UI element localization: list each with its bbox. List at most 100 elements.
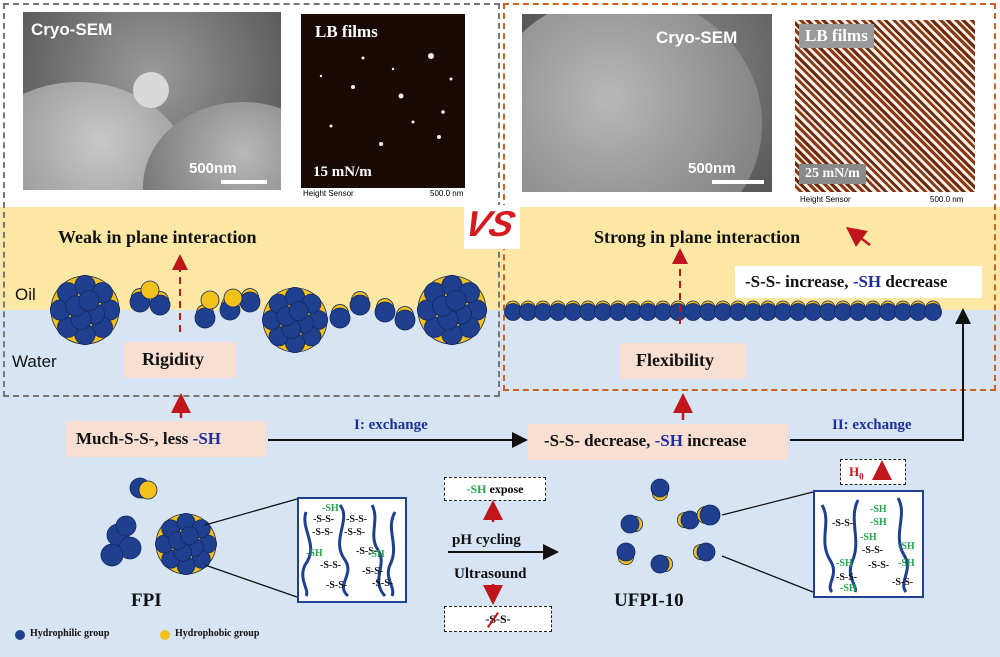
chain-group-label: -SH	[840, 583, 857, 594]
flexibility-label: Flexibility	[636, 350, 714, 370]
legend-hydrophobic-dot	[160, 630, 170, 640]
ufpi-zoom-line-top	[721, 491, 814, 516]
chain-group-label: -S-S-	[862, 545, 883, 556]
hydrophilic-group	[696, 542, 716, 562]
hydrophilic-group	[616, 542, 636, 562]
hydrophilic-group	[864, 303, 882, 321]
hydrophilic-group	[789, 303, 807, 321]
hydrophobic-group	[140, 280, 160, 300]
hydrophilic-group	[519, 303, 537, 321]
hydrophilic-group	[329, 307, 351, 329]
hydrophilic-group	[729, 303, 747, 321]
chain-layer	[301, 497, 909, 598]
bond-change-sh: -SH	[852, 272, 882, 291]
chain-group-label: -S-S-	[346, 514, 367, 525]
hydrophilic-group	[714, 303, 732, 321]
chain-group-label: -SH	[898, 558, 915, 569]
hydrophilic-group	[650, 478, 670, 498]
chain-group-label: -S-S-	[892, 577, 913, 588]
legend-hydrophilic-label: Hydrophilic group	[30, 628, 110, 639]
fpi-state-box	[66, 421, 266, 457]
right-height-sensor-label: Height Sensor	[800, 195, 851, 204]
hydrophilic-group	[699, 504, 721, 526]
weak-interaction-label: Weak in plane interaction	[58, 227, 257, 247]
arrow-layer	[171, 227, 971, 605]
hydrophilic-group	[650, 554, 670, 574]
chain-group-label: -S-S-	[362, 566, 383, 577]
hydrophobic-group	[138, 480, 158, 500]
hydrophilic-group	[194, 307, 216, 329]
bond-change-box	[735, 266, 982, 298]
hydrophilic-group	[894, 303, 912, 321]
right-cryo-scale-bar	[712, 180, 764, 184]
hydrophilic-group	[180, 526, 199, 546]
hydrophilic-group	[149, 294, 171, 316]
right-cryo-scale-label: 500nm	[688, 160, 736, 177]
hydrophilic-group	[909, 303, 927, 321]
right-panel-frame	[503, 3, 996, 391]
left-lb-scale-label: 500.0 nm	[430, 189, 464, 198]
left-panel-frame	[3, 3, 500, 397]
fpi-state-prefix: Much-S-S-, less	[76, 429, 193, 448]
hydrophilic-group	[579, 303, 597, 321]
hydrophilic-group	[620, 514, 640, 534]
ufpi-state-sh: -SH	[654, 431, 683, 450]
fpi-chain-box	[297, 497, 407, 603]
fpi-zoom-line-top	[204, 498, 298, 526]
chain-group-label: -S-S-	[312, 527, 333, 538]
ph-cycling-label: pH cycling	[452, 532, 521, 548]
ufpi-state-suffix: increase	[682, 431, 747, 450]
right-cryo-sem-image: Cryo-SEM 500nm	[522, 14, 772, 192]
hydrophilic-group	[699, 303, 717, 321]
chain-group-label: -SH	[368, 549, 385, 560]
hydrophilic-group	[239, 291, 261, 313]
chain-group-label: -S-S-	[832, 518, 853, 529]
ufpi-state-prefix: -S-S- decrease,	[544, 431, 655, 450]
water-label: Water	[12, 352, 57, 371]
hydrophilic-group	[759, 303, 777, 321]
right-lb-film-image: LB films 25 mN/m	[795, 20, 975, 192]
right-lb-pressure: 25 mN/m	[799, 164, 866, 184]
hydrophilic-group	[594, 303, 612, 321]
ufpi-state-label: -S-S- decrease, -SH increase	[544, 431, 746, 451]
chain-group-label: -S-S-	[344, 527, 365, 538]
hydrophilic-group	[534, 303, 552, 321]
hydrophilic-group	[804, 303, 822, 321]
left-cryo-label: Cryo-SEM	[31, 20, 113, 39]
left-lb-pressure: 15 mN/m	[313, 164, 372, 180]
hydrophilic-group	[549, 303, 567, 321]
fpi-name: FPI	[131, 590, 162, 611]
chain-group-label: -SH	[322, 503, 339, 514]
hydrophilic-group	[669, 303, 687, 321]
hydrophilic-group	[349, 294, 371, 316]
oil-label: Oil	[15, 285, 36, 304]
left-height-sensor-label: Height Sensor	[303, 189, 354, 198]
chain-group-label: -S-S-	[372, 578, 393, 589]
sh-expose-suffix: expose	[486, 482, 524, 496]
chain-group-label: -SH	[836, 558, 853, 569]
left-cryo-sem-image: Cryo-SEM 500nm	[23, 12, 281, 190]
left-lb-film-image: LB films 15 mN/m	[301, 14, 465, 188]
left-cryo-scale-label: 500nm	[189, 160, 237, 177]
sh-expose-box: -SH expose	[444, 477, 546, 501]
left-cryo-scale-bar	[221, 180, 267, 184]
hydrophilic-group	[115, 515, 137, 537]
hydrophilic-group	[374, 301, 396, 323]
hydrophilic-group	[924, 303, 942, 321]
flexibility-box	[620, 343, 746, 379]
hydrophilic-group	[624, 303, 642, 321]
chain-group-label: -S-S-	[313, 514, 334, 525]
legend-hydrophilic-dot	[15, 630, 25, 640]
ufpi-state-box	[528, 424, 788, 460]
hydrophilic-group	[445, 290, 467, 312]
exchange-2-arrow	[790, 308, 971, 441]
hydrophilic-group	[744, 303, 762, 321]
hydrophilic-group	[849, 303, 867, 321]
hydrophilic-group	[834, 303, 852, 321]
chain-group-label: -SH	[306, 548, 323, 559]
hydrophilic-group	[654, 303, 672, 321]
ufpi-name: UFPI-10	[614, 590, 684, 611]
hydrophilic-group	[564, 303, 582, 321]
sh-expose-sh: -SH	[466, 482, 487, 496]
fpi-zoom-line-bottom	[204, 564, 298, 598]
